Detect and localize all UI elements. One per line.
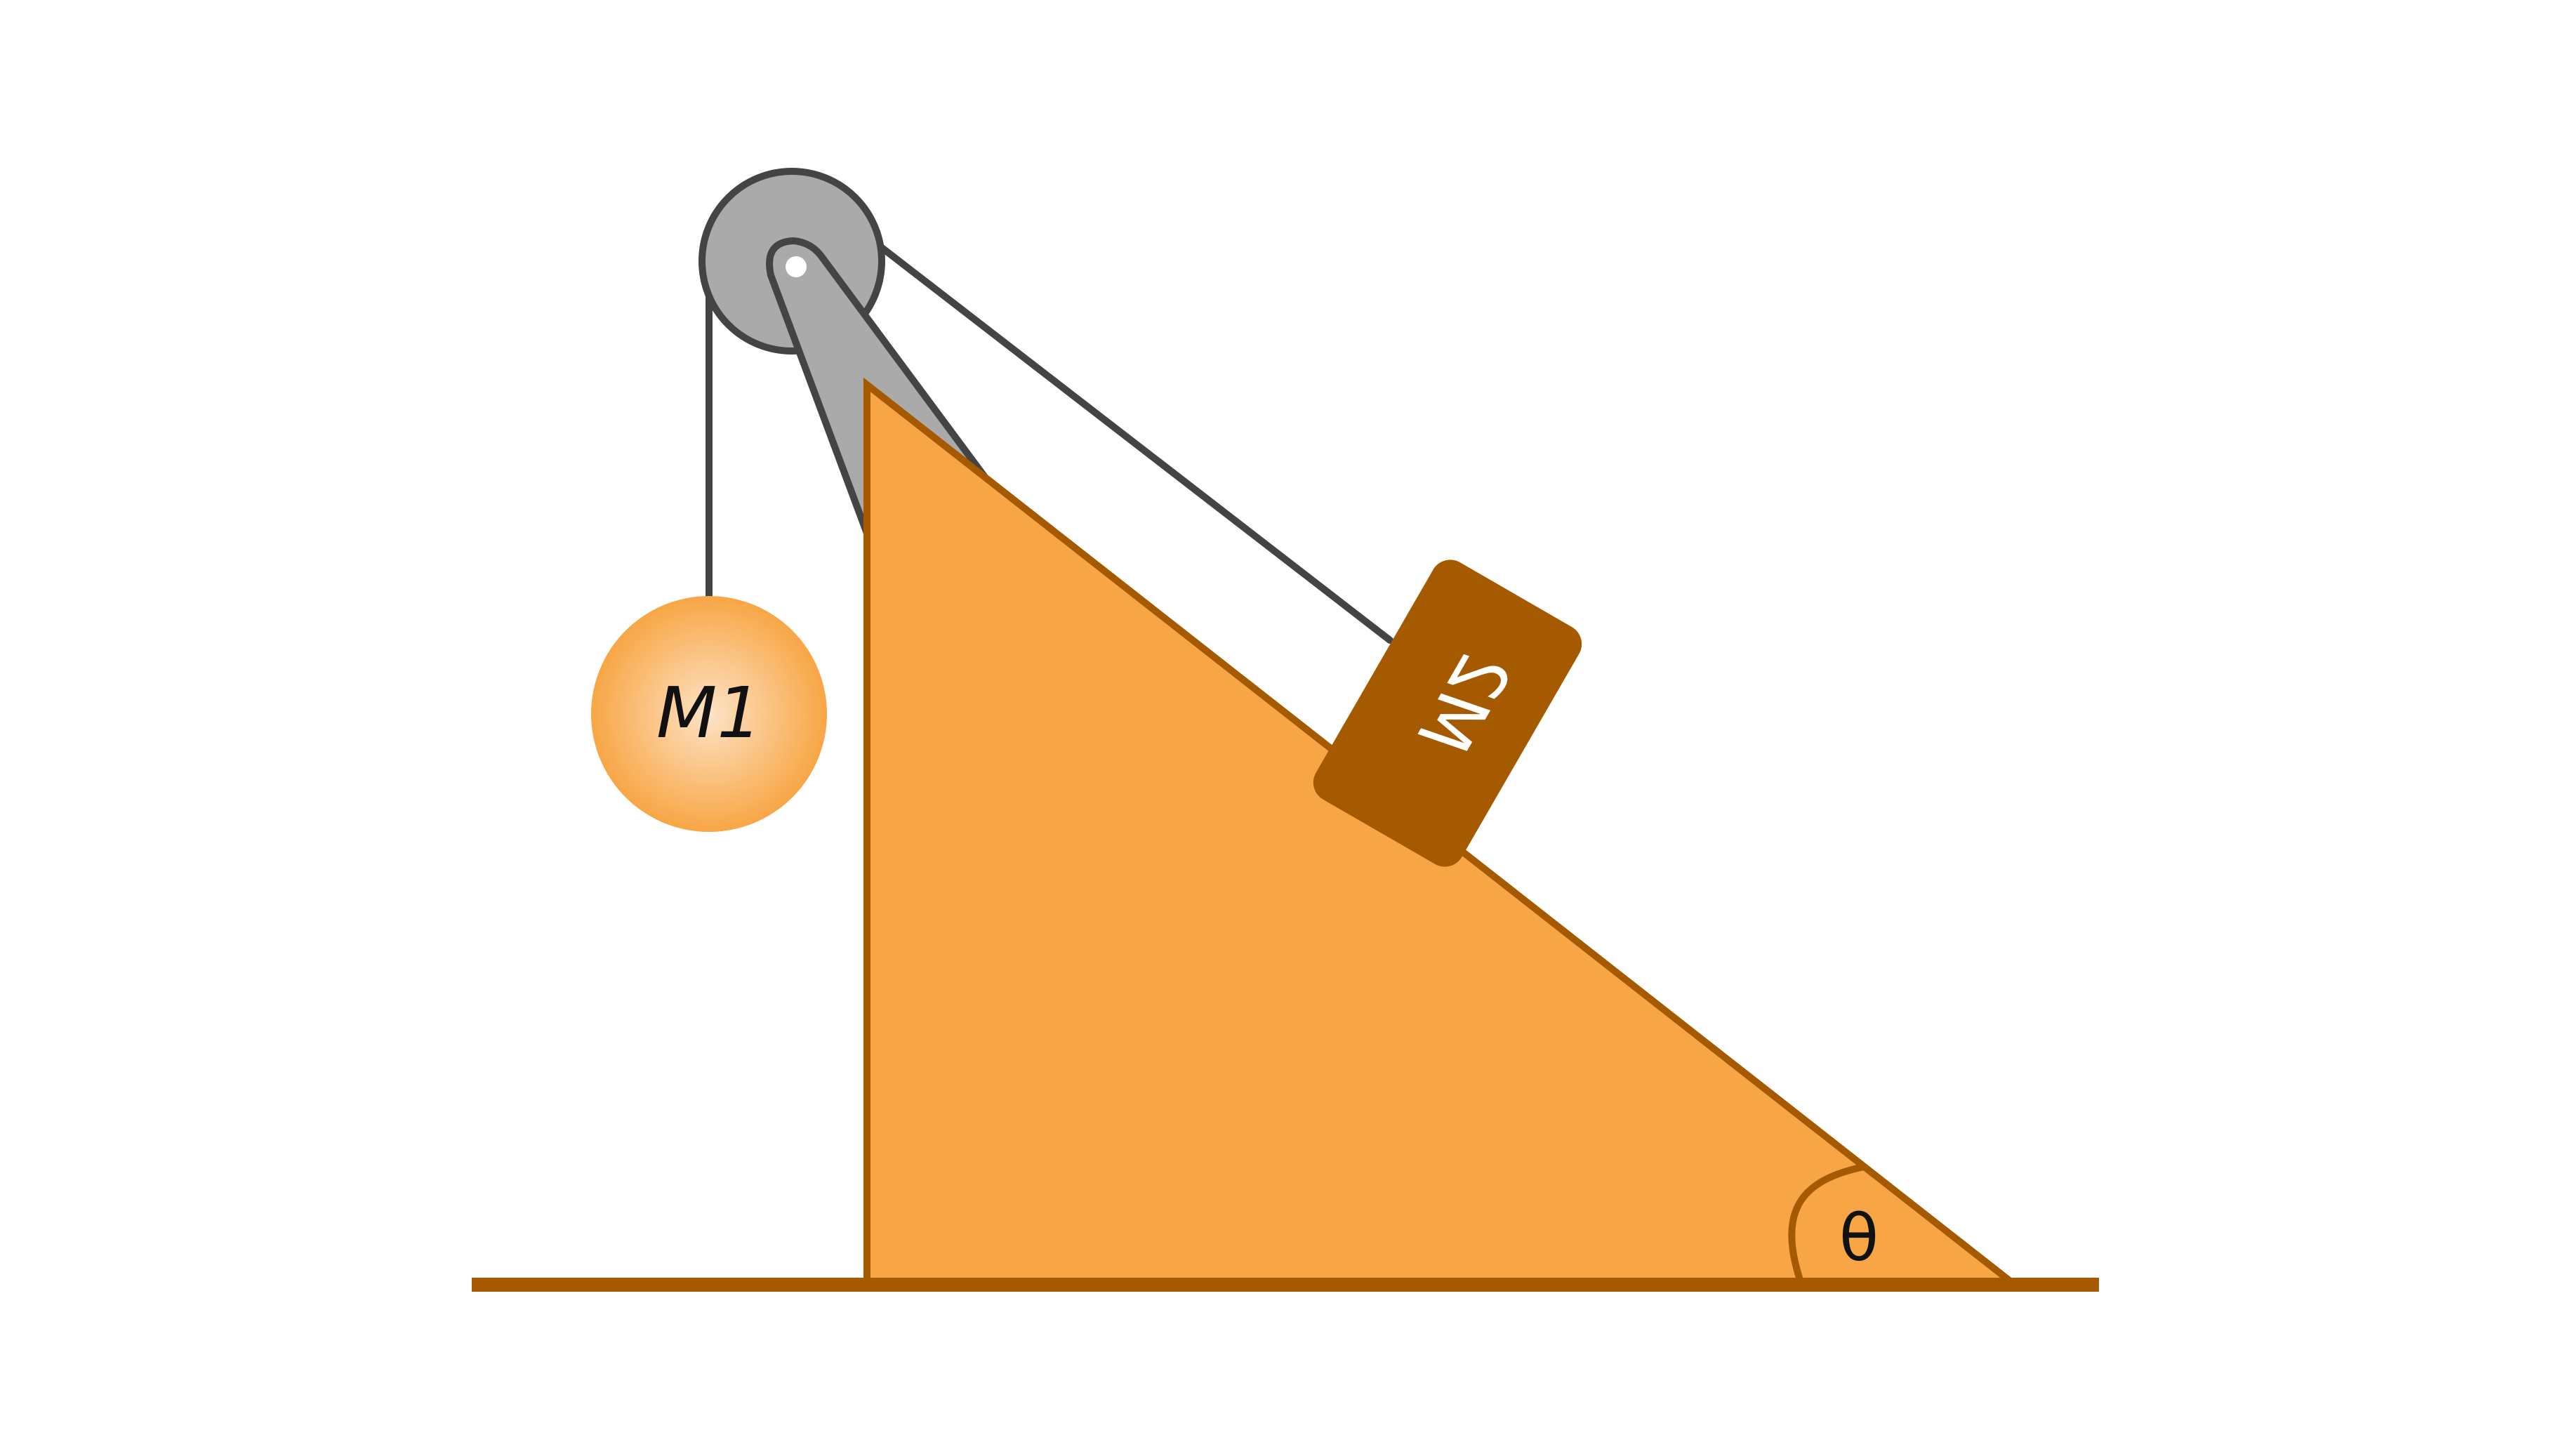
rope-to-block <box>877 244 1393 644</box>
mass1-label: M1 <box>656 672 762 754</box>
block-m2-body <box>1313 560 1582 867</box>
block-m2 <box>1313 560 1582 867</box>
angle-label: θ <box>1839 1200 1879 1276</box>
angle-arc <box>1788 1163 1865 1283</box>
hanging-mass-m1 <box>591 596 827 832</box>
pulley-axle <box>786 256 807 277</box>
